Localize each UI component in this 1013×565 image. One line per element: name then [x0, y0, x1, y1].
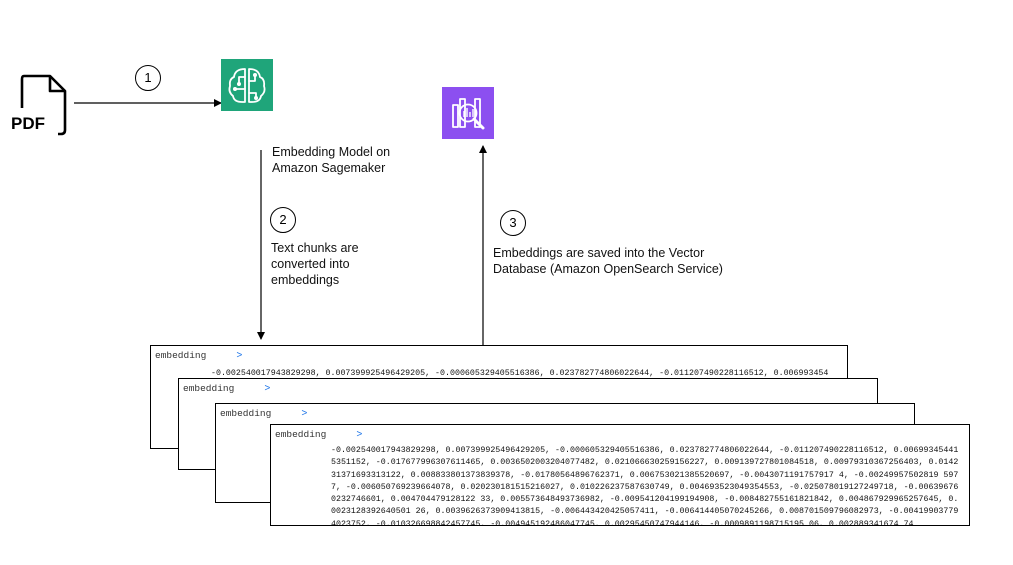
expand-chevron-icon[interactable]: >	[264, 384, 271, 395]
step-2-caption-line: converted into	[271, 257, 350, 271]
brain-icon	[228, 68, 266, 103]
pdf-file-icon: PDF	[10, 72, 70, 136]
sagemaker-caption-line: Embedding Model on	[272, 145, 391, 159]
document-icon	[20, 74, 67, 136]
embedding-card-header: embedding >	[155, 350, 242, 362]
embedding-field-label: embedding	[220, 408, 272, 419]
step-3-caption: Embeddings are saved into the Vector Dat…	[493, 245, 723, 277]
embedding-card-header: embedding >	[275, 429, 362, 441]
embedding-card-header: embedding >	[183, 383, 270, 395]
expand-chevron-icon[interactable]: >	[356, 430, 363, 441]
expand-chevron-icon[interactable]: >	[301, 409, 308, 420]
embedding-field-label: embedding	[275, 429, 327, 440]
step-3-caption-line: Embeddings are saved into the Vector	[493, 246, 705, 260]
step-3-caption-line: Database (Amazon OpenSearch Service)	[493, 262, 723, 276]
sagemaker-caption: Embedding Model on Amazon Sagemaker	[272, 144, 390, 176]
opensearch-icon	[442, 87, 494, 139]
sagemaker-caption-line: Amazon Sagemaker	[272, 161, 386, 175]
step-2-caption-line: Text chunks are	[271, 241, 359, 255]
step-3-circle: 3	[500, 210, 526, 236]
expand-chevron-icon[interactable]: >	[236, 351, 243, 362]
embedding-values: -0.002540017943829298, 0.007399925496429…	[331, 446, 959, 526]
pdf-label: PDF	[11, 114, 45, 133]
step-2-caption-line: embeddings	[271, 273, 340, 287]
step-1-circle: 1	[135, 65, 161, 91]
step-2-caption: Text chunks are converted into embedding…	[271, 240, 359, 288]
embedding-field-label: embedding	[183, 383, 235, 394]
step-2-circle: 2	[270, 207, 296, 233]
search-analytics-icon	[452, 98, 485, 130]
embedding-card-4: embedding > -0.002540017943829298, 0.0073…	[270, 424, 970, 526]
embedding-field-label: embedding	[155, 350, 207, 361]
embedding-card-header: embedding >	[220, 408, 307, 420]
sagemaker-icon	[221, 59, 273, 111]
embedding-values: -0.002540017943829298, 0.007399925496429…	[211, 369, 829, 378]
